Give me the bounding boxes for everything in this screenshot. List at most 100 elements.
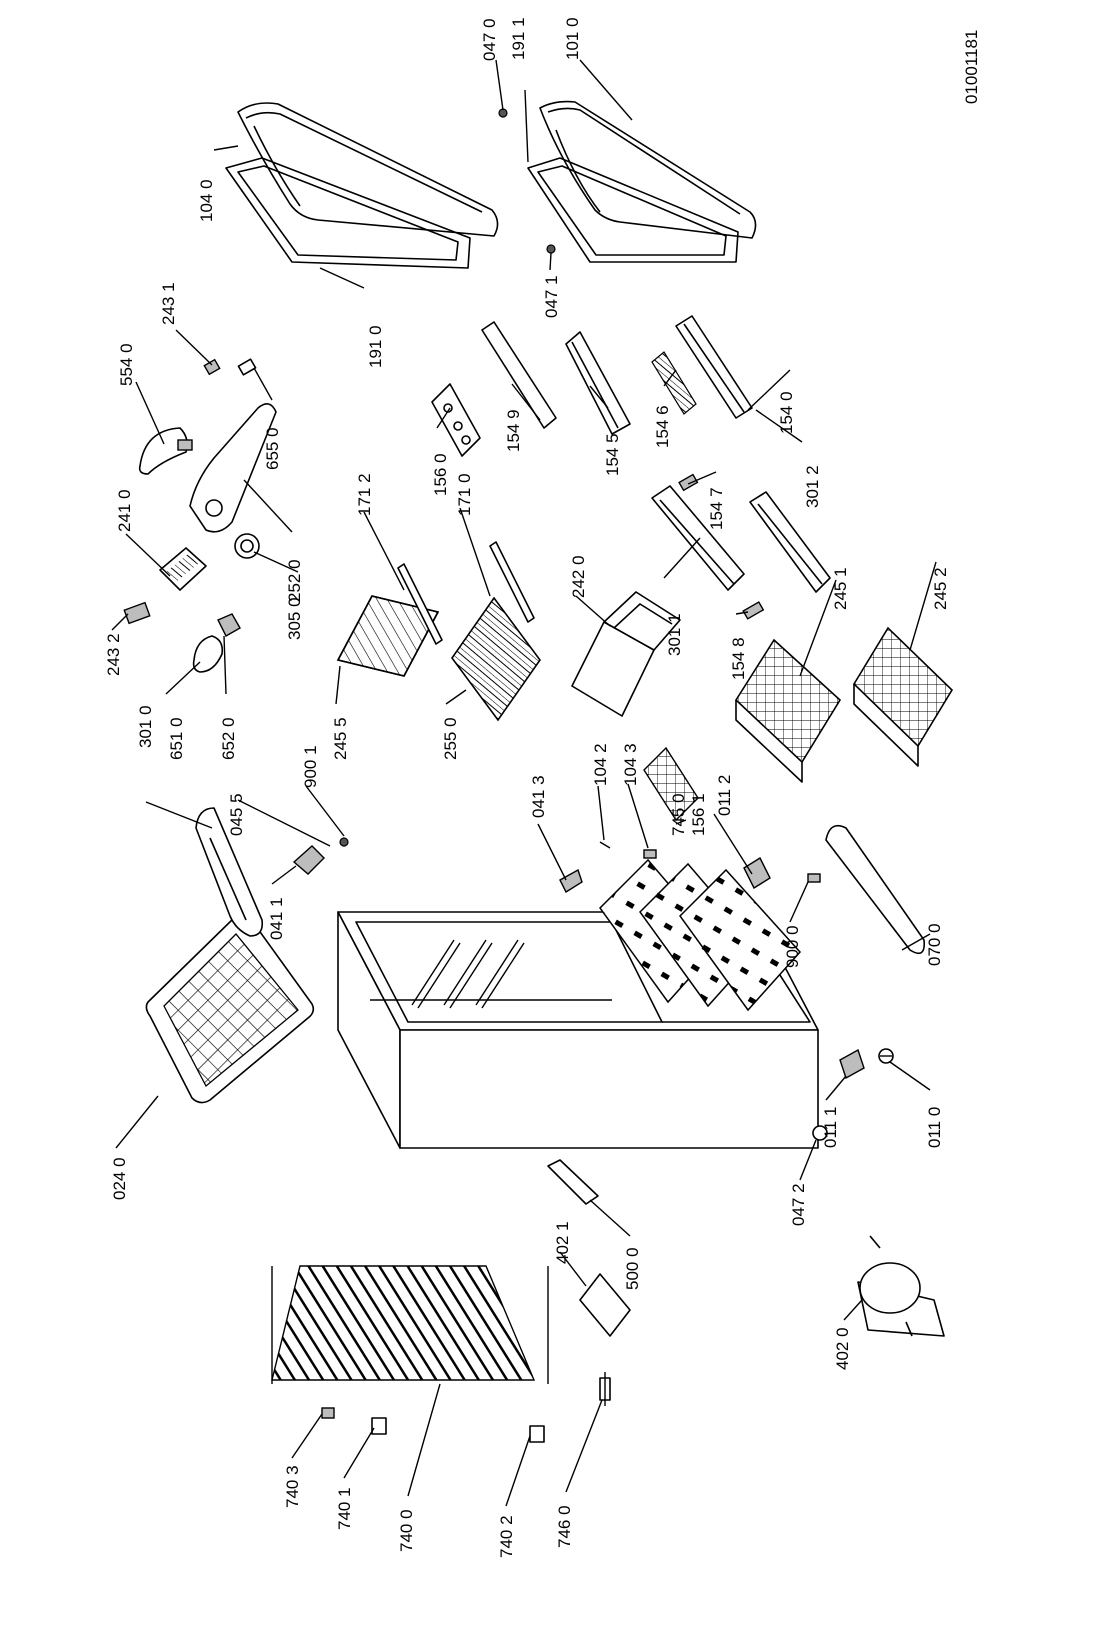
bracket-1043 <box>643 849 657 859</box>
lamp-socket <box>217 613 241 637</box>
foot-0110 <box>878 1048 894 1064</box>
door-bar <box>481 321 557 429</box>
callout-740-3: 740 3 <box>283 1465 302 1508</box>
callout-243-2: 243 2 <box>104 633 123 676</box>
callout-900-1: 900 1 <box>301 745 320 788</box>
callout-154-9: 154 9 <box>504 409 523 452</box>
compressor <box>857 1235 945 1337</box>
callout-154-8: 154 8 <box>729 637 748 680</box>
callout-171-0: 171 0 <box>455 473 474 516</box>
condenser-coil <box>271 1265 549 1384</box>
callout-651-0: 651 0 <box>167 717 186 760</box>
bracket-0411 <box>292 845 325 875</box>
callout-740-0: 740 0 <box>397 1509 416 1552</box>
screw-9000 <box>807 873 821 883</box>
callout-402-0: 402 0 <box>833 1327 852 1370</box>
thermostat-housing <box>189 403 277 533</box>
callout-652-0: 652 0 <box>219 717 238 760</box>
callout-024-0: 024 0 <box>110 1157 129 1200</box>
callout-041-1: 041 1 <box>267 897 286 940</box>
top-cover <box>145 914 315 1104</box>
callout-154-5: 154 5 <box>603 433 622 476</box>
hinge-0112 <box>743 856 771 890</box>
door-balcony-bottom <box>675 315 753 419</box>
hinge-0111 <box>839 1048 865 1080</box>
callout-740-2: 740 2 <box>497 1515 516 1558</box>
clip-2431 <box>203 358 221 376</box>
hinge-pin-bottom <box>546 244 556 254</box>
callout-655-0: 655 0 <box>263 427 282 470</box>
callout-740-1: 740 1 <box>335 1487 354 1530</box>
callout-241-0: 241 0 <box>115 489 134 532</box>
light-housing <box>195 807 264 937</box>
egg-tray <box>431 383 481 457</box>
callout-245-1: 245 1 <box>831 567 850 610</box>
stopper-1547 <box>678 473 699 492</box>
ice-tray <box>643 746 699 822</box>
crisper-drawer <box>571 591 681 717</box>
callout-104-0: 104 0 <box>197 179 216 222</box>
lamp-bulb <box>192 635 224 673</box>
clip-7401 <box>371 1417 387 1435</box>
ref-code: 01001181 <box>962 30 981 104</box>
callout-011-1: 011 1 <box>821 1107 840 1148</box>
stopper-1548 <box>742 601 765 620</box>
door-balcony-divider <box>651 351 697 415</box>
callout-301-0: 301 0 <box>136 705 155 748</box>
callout-154-6: 154 6 <box>653 405 672 448</box>
callout-156-1: 156 1 <box>689 793 708 836</box>
leader-lines <box>111 59 937 1507</box>
control-box <box>547 1159 599 1205</box>
hinge-0413 <box>559 868 583 894</box>
fridge-door <box>237 102 499 237</box>
drier-filter <box>599 1372 611 1406</box>
callout-101-0: 101 0 <box>563 17 582 60</box>
clip-6550 <box>237 358 257 376</box>
callout-500-0: 500 0 <box>623 1247 642 1290</box>
callout-245-2: 245 2 <box>931 567 950 610</box>
callout-191-1: 191 1 <box>509 17 528 60</box>
callout-305-0: 305 0 <box>285 597 304 640</box>
callout-245-5: 245 5 <box>331 717 350 760</box>
callout-047-2: 047 2 <box>789 1183 808 1226</box>
pin-1042 <box>599 841 611 849</box>
thermostat <box>159 547 207 591</box>
callout-047-1: 047 1 <box>542 275 561 318</box>
glass-shelf <box>451 596 541 722</box>
shelf-trim-upper <box>397 563 443 645</box>
thermostat-knob <box>234 533 260 559</box>
callout-301-1: 301 1 <box>665 613 684 656</box>
callout-252-0: 252 0 <box>285 559 304 602</box>
screw-9001 <box>339 837 349 847</box>
callout-104-2: 104 2 <box>591 743 610 786</box>
callout-045-5: 045 5 <box>227 793 246 836</box>
crisper-cover-upper <box>651 485 745 591</box>
wire-shelf <box>336 595 440 677</box>
lamp-cover-cable <box>138 427 193 475</box>
wire-basket-lower <box>852 626 954 767</box>
crisper-cover-lower <box>749 491 831 593</box>
door-balcony-middle <box>565 331 631 435</box>
callout-047-0: 047 0 <box>480 18 499 61</box>
callout-243-1: 243 1 <box>159 282 178 325</box>
callout-104-3: 104 3 <box>621 743 640 786</box>
callout-746-0: 746 0 <box>555 1505 574 1548</box>
callout-011-2: 011 2 <box>715 775 734 816</box>
callout-301-2: 301 2 <box>803 465 822 508</box>
callout-402-1: 402 1 <box>553 1221 572 1264</box>
callout-070-0: 070 0 <box>925 923 944 966</box>
callout-191-0: 191 0 <box>366 325 385 368</box>
clip-2432 <box>123 601 151 625</box>
callout-156-0: 156 0 <box>431 453 450 496</box>
freezer-drawer-panels <box>599 858 802 1012</box>
kickplate <box>825 824 926 955</box>
hinge-pin-top <box>498 108 508 118</box>
callout-554-0: 554 0 <box>117 343 136 386</box>
clip-7402 <box>529 1425 545 1443</box>
callout-011-0: 011 0 <box>925 1107 944 1148</box>
callout-745-0: 745 0 <box>669 793 688 836</box>
wire-basket-upper <box>734 638 842 783</box>
relay-cover <box>579 1273 631 1337</box>
freezer-door-gasket <box>527 157 739 263</box>
